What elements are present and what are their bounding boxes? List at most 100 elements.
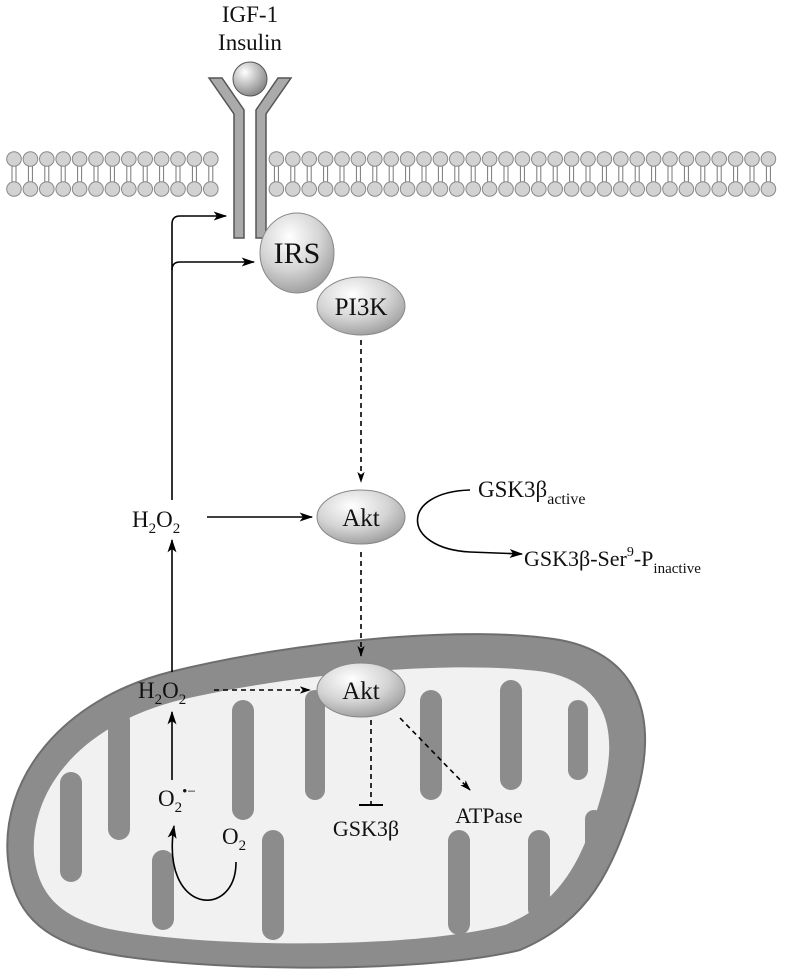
lipid-head: [481, 151, 498, 167]
lipid-head: [613, 181, 629, 197]
akt-cytosolic-label: Akt: [342, 505, 380, 532]
lipid-head: [498, 151, 514, 167]
lipid-head: [645, 181, 662, 197]
h2o2-mitochondrial-label: H2O2: [138, 678, 186, 708]
lipid-head: [137, 151, 153, 167]
lipid-head: [662, 181, 678, 197]
arrows: [167, 211, 524, 901]
lipid-head: [563, 151, 580, 167]
lipid-head: [350, 151, 367, 167]
superoxide-label: O2•−: [158, 784, 196, 816]
lipid-head: [350, 181, 367, 197]
lipid-head: [416, 151, 432, 167]
cristae: [60, 680, 603, 940]
gsk3b-active-label: GSK3βactive: [478, 477, 585, 508]
lipid-head: [531, 151, 547, 167]
akt-cytosolic-node: Akt: [316, 489, 406, 545]
lipid-head: [695, 151, 711, 167]
lipid-head: [432, 181, 449, 197]
lipid-head: [203, 151, 219, 167]
lipid-head: [268, 151, 285, 167]
lipid-head: [39, 181, 55, 197]
atpase-label: ATPase: [455, 803, 522, 828]
lipid-head: [727, 181, 744, 197]
lipid-head: [317, 151, 334, 167]
lipid-head: [481, 181, 498, 197]
insulin-receptor: [207, 77, 293, 239]
lipid-head: [629, 151, 646, 167]
lipid-head: [727, 151, 744, 167]
lipid-head: [104, 151, 121, 167]
lipid-head: [334, 151, 350, 167]
lipid-head: [498, 181, 514, 197]
lipid-head: [465, 181, 482, 197]
lipid-head: [71, 151, 88, 167]
lipid-head: [465, 151, 482, 167]
lipid-head: [514, 181, 531, 197]
lipid-head: [22, 151, 39, 167]
lipid-head: [662, 151, 678, 167]
akt-mitochondrial-label: Akt: [342, 678, 380, 705]
arrow-gsk3b-inactivation: [416, 489, 524, 559]
lipid-head: [744, 181, 760, 197]
lipid-head: [514, 151, 531, 167]
lipid-head: [186, 181, 203, 197]
gsk3b-mitochondrial-label: GSK3β: [333, 816, 399, 841]
ligand-label-igf1: IGF-1: [222, 2, 278, 27]
lipid-head: [121, 151, 137, 167]
lipid-head: [88, 151, 104, 167]
mitochondrion: [6, 633, 647, 969]
lipid-head: [760, 181, 777, 197]
lipid-head: [186, 151, 203, 167]
lipid-head: [137, 181, 153, 197]
lipid-head: [285, 181, 301, 197]
lipid-head: [678, 151, 695, 167]
lipid-head: [744, 151, 760, 167]
lipid-head: [596, 151, 613, 167]
h2o2-cytosolic-label: H2O2: [132, 507, 180, 537]
lipid-head: [399, 151, 416, 167]
lipid-head: [22, 181, 39, 197]
lipid-head: [55, 181, 72, 197]
lipid-head: [6, 151, 22, 167]
lipid-head: [711, 151, 728, 167]
cell-membrane: [6, 151, 777, 197]
lipid-head: [596, 181, 613, 197]
lipid-head: [547, 151, 564, 167]
irs-node: IRS: [259, 212, 335, 294]
lipid-head: [334, 181, 350, 197]
arrow-akt-to-atpase: [399, 717, 471, 791]
arrow-oxygen-to-superoxide: [167, 824, 237, 901]
irs-label: IRS: [274, 237, 321, 270]
lipid-head: [383, 181, 400, 197]
lipid-head: [71, 181, 88, 197]
lipid-head: [531, 181, 547, 197]
lipid-head: [88, 181, 104, 197]
lipid-head: [153, 181, 170, 197]
pi3k-label: PI3K: [335, 294, 388, 321]
lipid-head: [678, 181, 695, 197]
lipid-head: [268, 181, 285, 197]
lipid-head: [449, 181, 465, 197]
akt-mitochondrial-node: Akt: [316, 662, 406, 718]
lipid-head: [317, 181, 334, 197]
lipid-head: [645, 151, 662, 167]
lipid-head: [760, 151, 777, 167]
lipid-head: [695, 181, 711, 197]
lipid-head: [367, 181, 383, 197]
lipid-head: [449, 151, 465, 167]
lipid-head: [629, 181, 646, 197]
lipid-head: [367, 151, 383, 167]
lipid-head: [55, 151, 72, 167]
lipid-head: [432, 151, 449, 167]
lipid-head: [613, 151, 629, 167]
arrow-h2o2-to-irs: [171, 257, 256, 271]
lipid-head: [6, 181, 22, 197]
lipid-head: [711, 181, 728, 197]
gsk3b-inactive-label: GSK3β-Ser9-Pinactive: [524, 545, 701, 577]
lipid-head: [563, 181, 580, 197]
lipid-head: [383, 151, 400, 167]
lipid-head: [170, 151, 186, 167]
